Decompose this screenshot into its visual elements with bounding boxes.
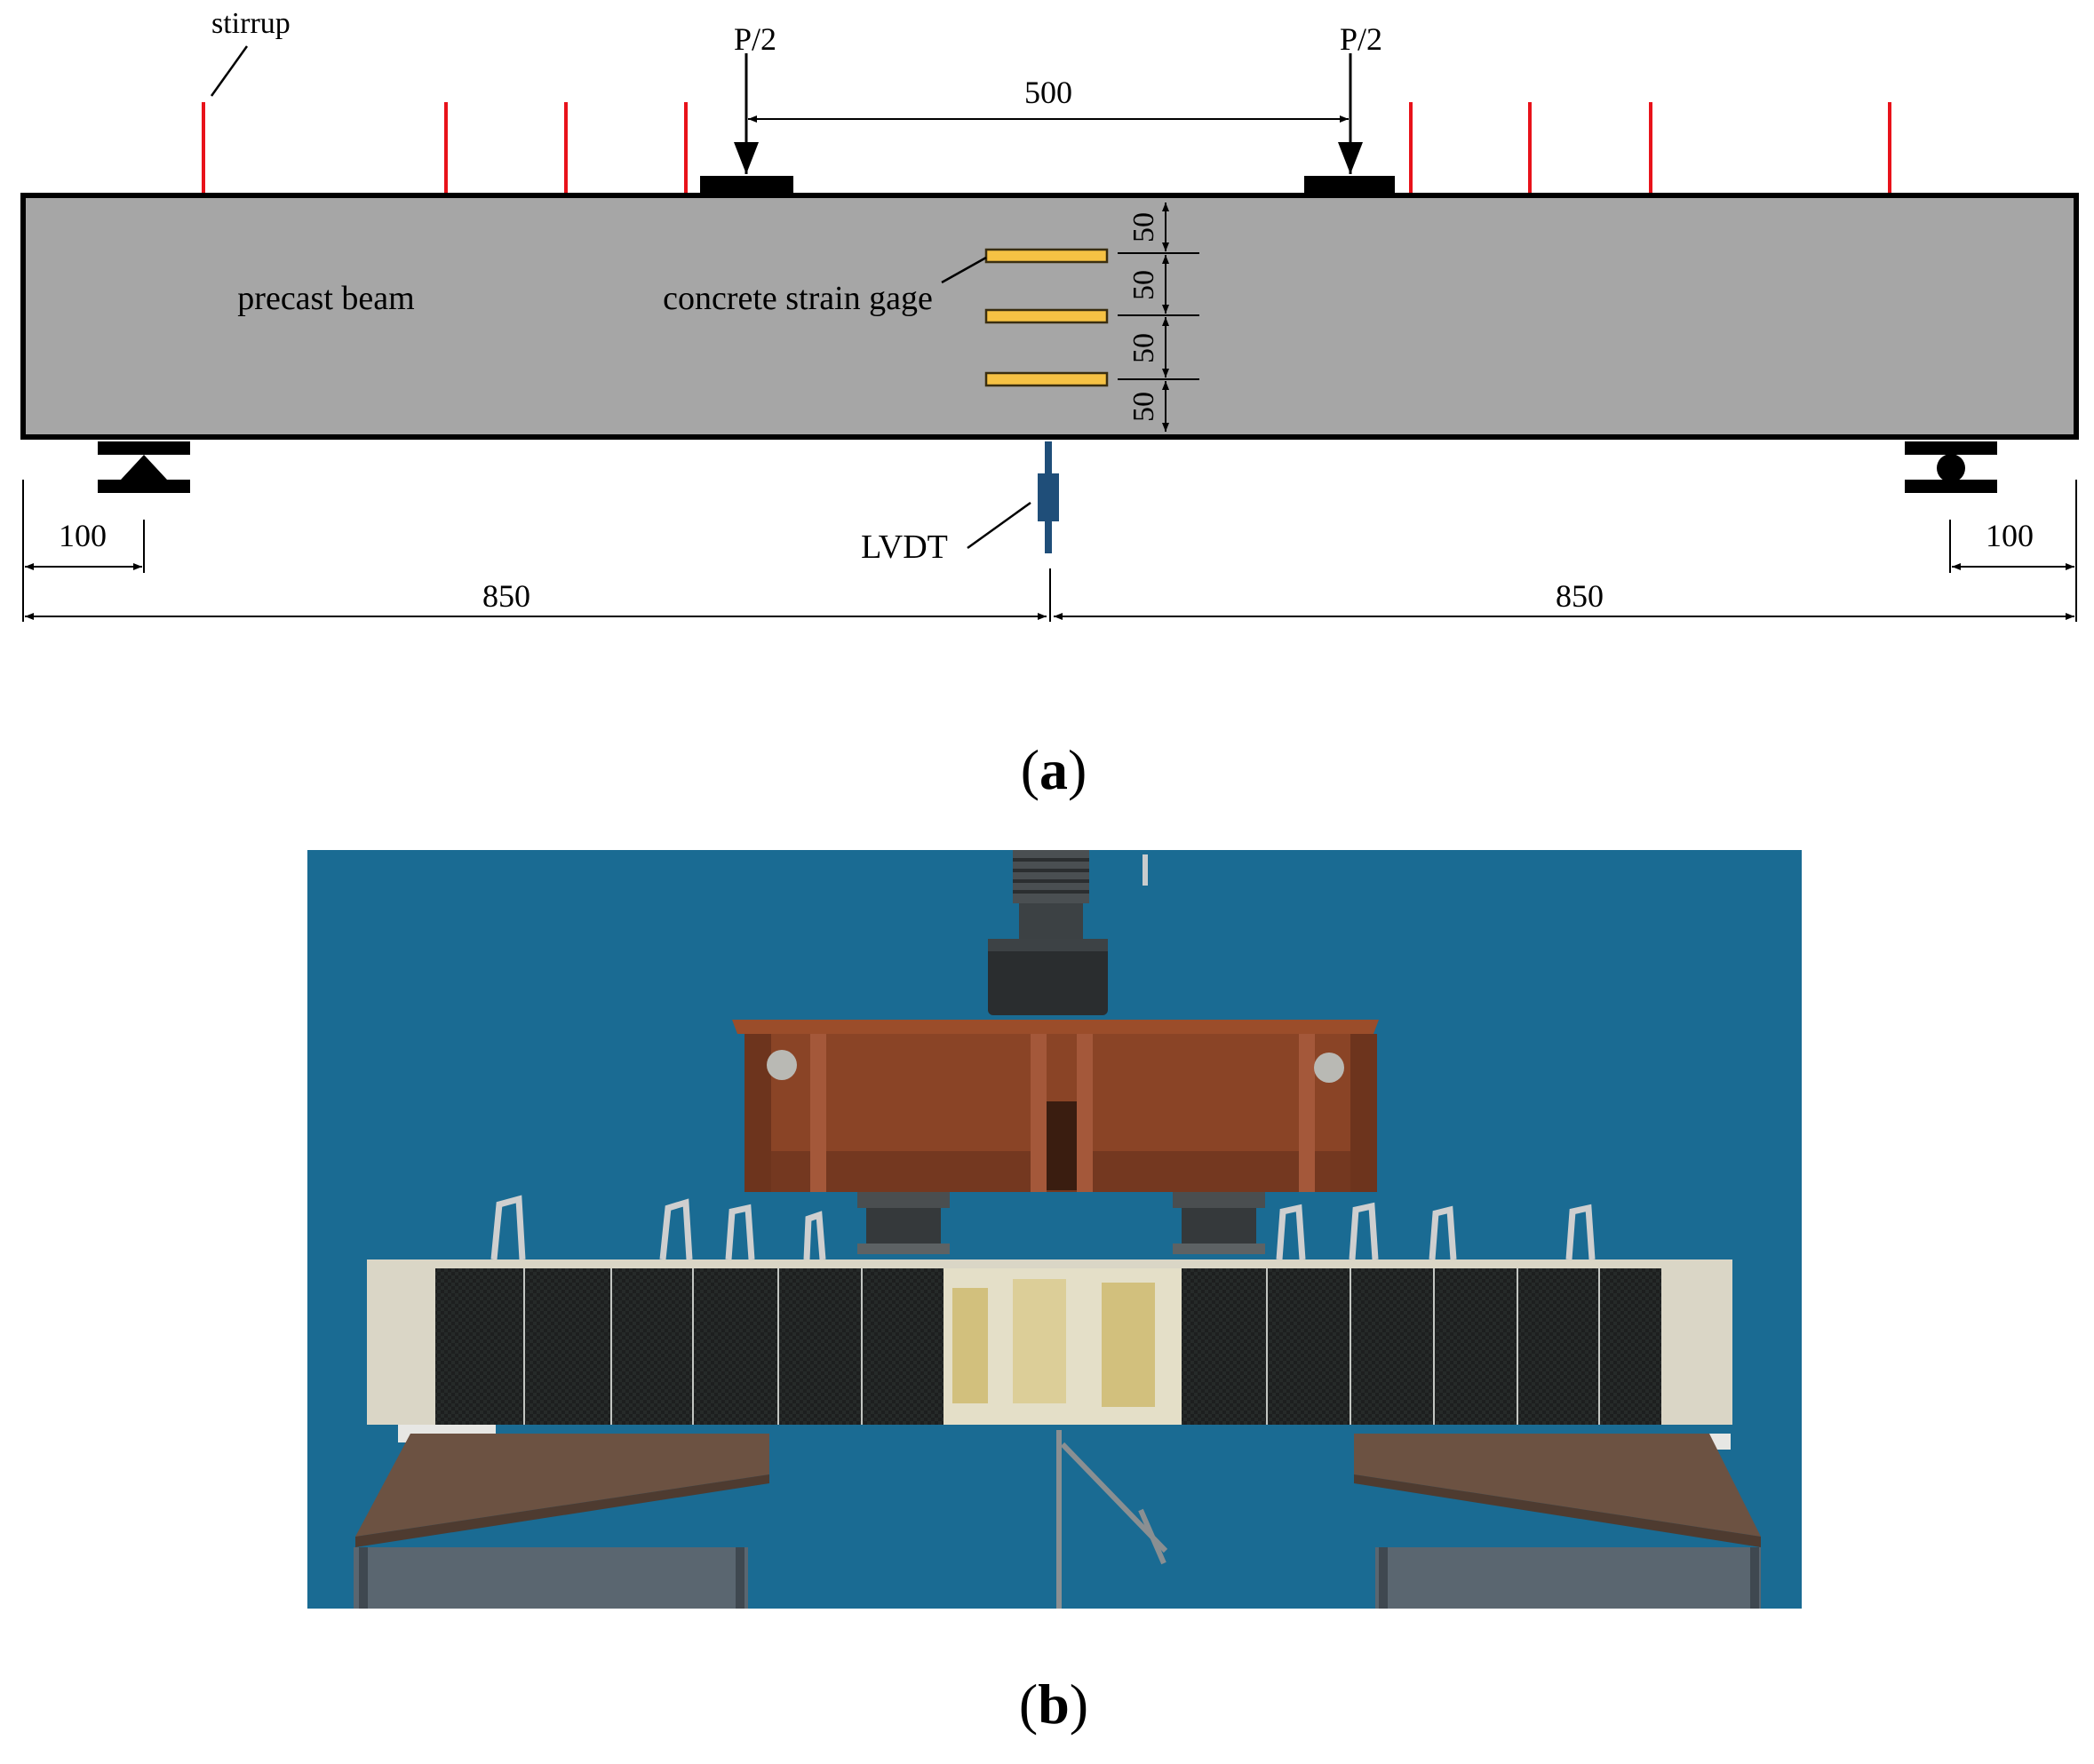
gage-spacing-dimension [1118, 203, 1199, 432]
test-beam [367, 1259, 1732, 1425]
lvdt-stand [1056, 1430, 1168, 1609]
caption-a: (a) [1021, 738, 1087, 801]
loading-blocks [857, 1192, 1265, 1254]
beam-label: precast beam [237, 280, 414, 317]
strain-gage [984, 371, 1109, 387]
support-offset-left-label: 100 [59, 518, 107, 553]
load-arrowhead-left [734, 142, 759, 174]
stirrup-leader [210, 45, 249, 97]
load-arrowhead-right [1338, 142, 1363, 174]
half-span-right-label: 850 [1556, 578, 1604, 614]
load-plate-right [1304, 176, 1395, 194]
lvdt-label: LVDT [861, 528, 948, 566]
gage-spacing-label: 50 [1127, 212, 1160, 242]
steel-spreader-beam [732, 1020, 1379, 1192]
stirrup-hooks [490, 1195, 1596, 1260]
load-spacing-label: 500 [1024, 75, 1072, 110]
span-dimensions [22, 480, 2077, 622]
load-plate-left [700, 176, 793, 194]
support-table-left [354, 1425, 769, 1609]
panel-a-diagram: stirrup P/2 P/2 500 precast beam concret… [20, 7, 2079, 622]
pin-support [98, 441, 190, 493]
load-label-right: P/2 [1340, 21, 1382, 57]
hydraulic-actuator [988, 850, 1148, 1015]
roller-support [1905, 441, 1997, 493]
strain-gages [984, 248, 1109, 387]
panel-b-photo [307, 850, 1802, 1609]
strain-gage-label: concrete strain gage [663, 280, 933, 317]
stirrup-label: stirrup [211, 7, 291, 40]
strain-gage-leader [941, 256, 987, 284]
support-offset-right-label: 100 [1986, 518, 2034, 553]
strain-gage [984, 248, 1109, 264]
half-span-left-label: 850 [482, 578, 530, 614]
stirrups [202, 102, 1891, 194]
gage-spacing-label: 50 [1127, 270, 1160, 300]
gage-spacing-label: 50 [1127, 392, 1160, 422]
lvdt-leader [967, 501, 1031, 550]
gage-spacing-label: 50 [1127, 333, 1160, 363]
lvdt-sensor [1038, 441, 1059, 553]
load-label-left: P/2 [734, 21, 776, 57]
caption-b: (b) [1019, 1673, 1088, 1736]
strain-gage [984, 308, 1109, 324]
support-table-right [1354, 1434, 1761, 1609]
